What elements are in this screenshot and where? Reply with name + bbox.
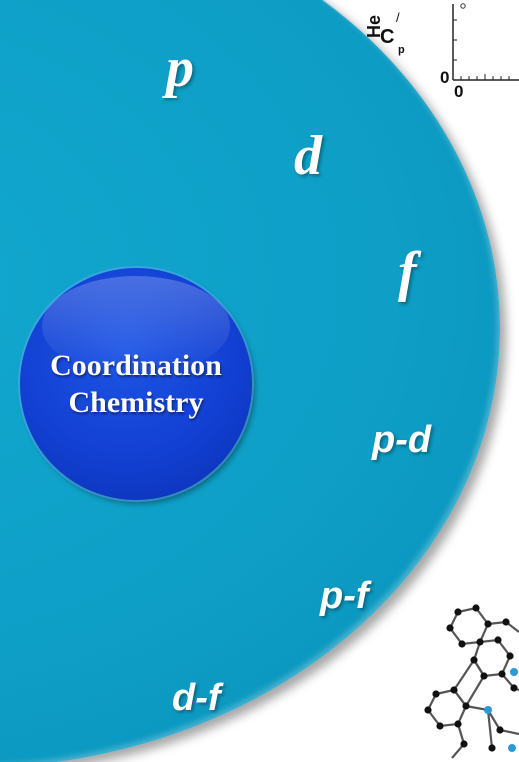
- label-p-f: p-f: [320, 575, 369, 617]
- plot-ylabel-sub: p: [398, 44, 405, 56]
- label-d: d: [294, 125, 322, 187]
- core-label-line2: Chemistry: [68, 386, 204, 419]
- label-d-f: d-f: [172, 677, 221, 719]
- heat-capacity-plot-fragment: [452, 3, 519, 81]
- label-p-d: p-d: [372, 419, 432, 461]
- plot-ytick-zero: 0: [440, 68, 450, 87]
- label-p: p: [166, 37, 194, 99]
- core-label-line1: Coordination: [50, 349, 222, 382]
- label-f: f: [398, 241, 417, 303]
- plot-xtick-zero: 0: [454, 82, 464, 101]
- plot-ylabel-main: C: [380, 26, 395, 48]
- plot-ylabel-slash: /: [396, 10, 400, 25]
- coordination-chemistry-core: Coordination Chemistry: [20, 268, 252, 500]
- molecular-structure-fragment: [424, 604, 519, 759]
